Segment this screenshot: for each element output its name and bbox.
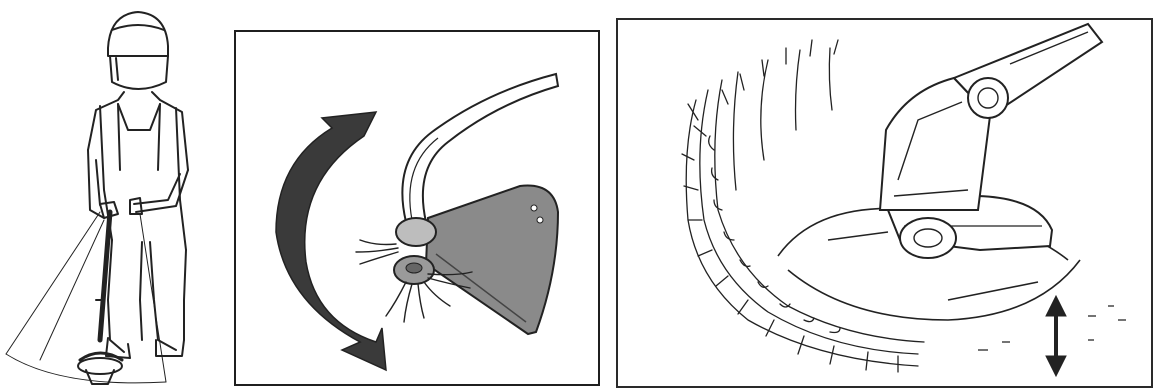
- operator-illustration: [0, 0, 222, 390]
- rotation-direction-panel: [234, 30, 600, 386]
- rotation-direction-icon: [236, 32, 598, 384]
- operator-with-trimmer-icon: [0, 0, 222, 390]
- cutting-grass-panel: [616, 18, 1153, 388]
- trimmer-cutting-grass-icon: [618, 20, 1151, 386]
